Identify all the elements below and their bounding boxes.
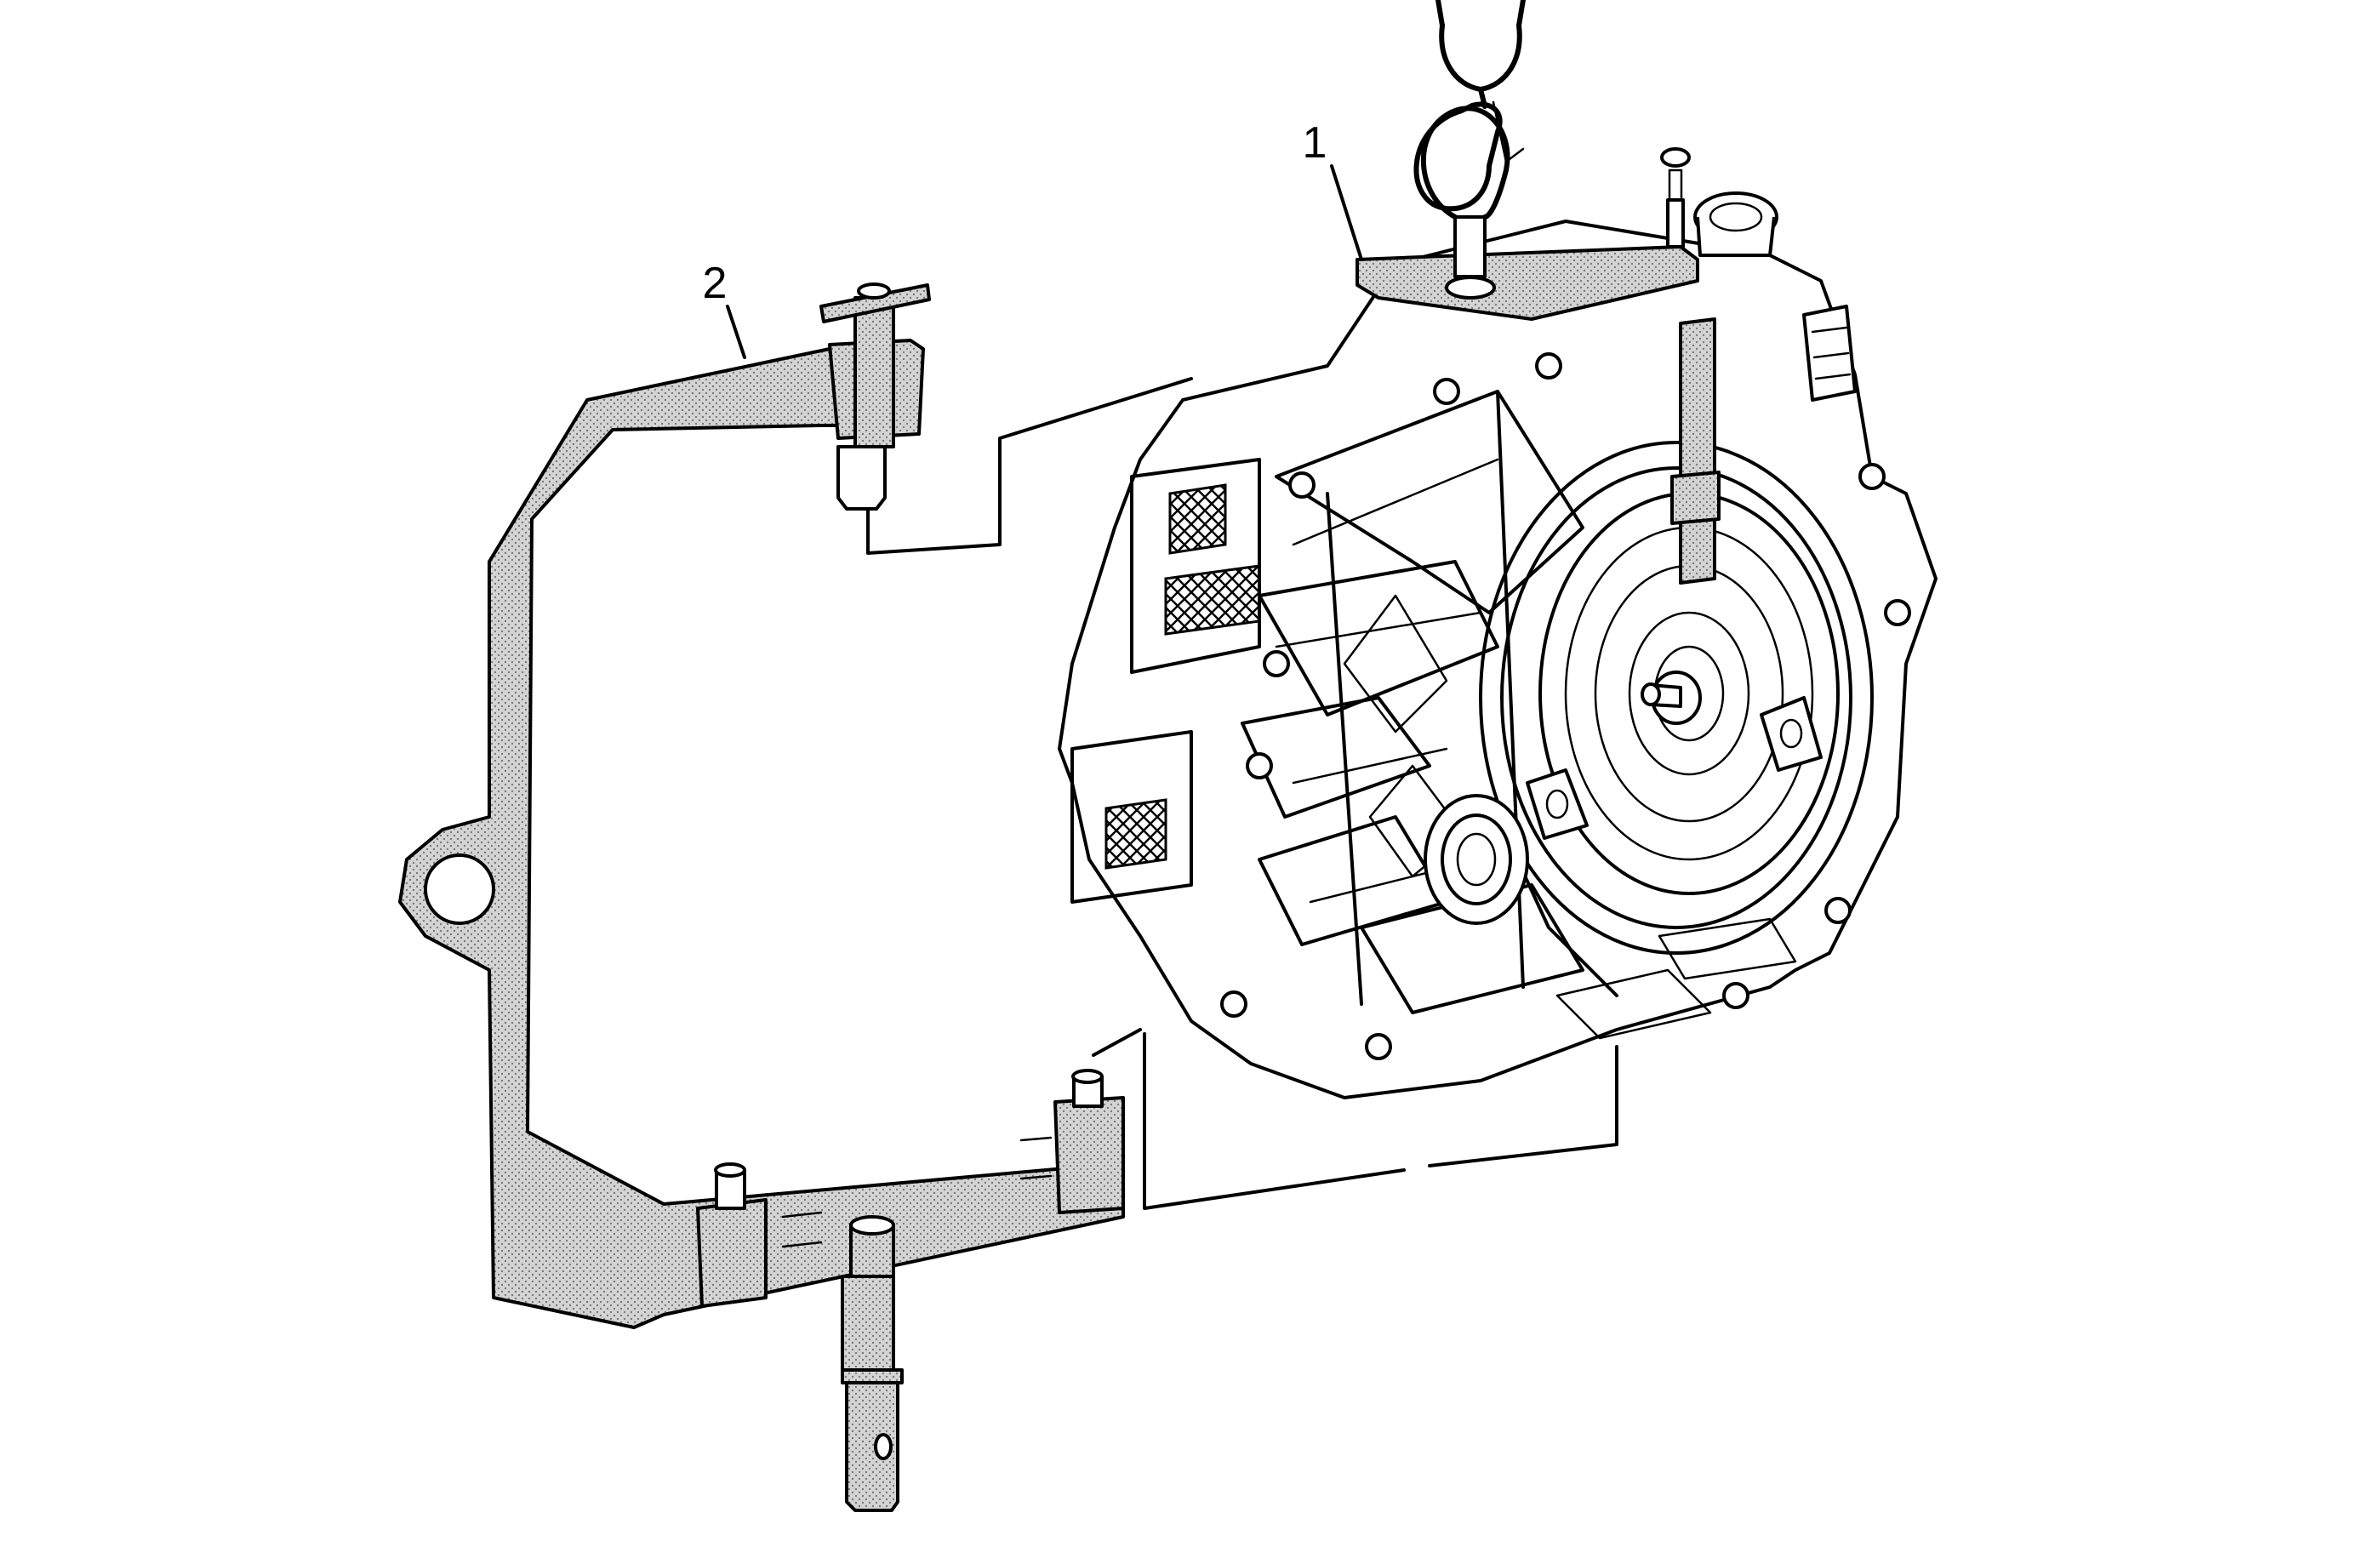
callout-1-label: 1 xyxy=(1303,118,1327,168)
holding-fixture xyxy=(398,283,1125,1512)
fixture-frame xyxy=(398,347,1125,1329)
lower-alignment-line xyxy=(1092,1028,1618,1210)
axle-seal xyxy=(1424,794,1529,925)
support-bracket xyxy=(1679,317,1716,585)
lower-left-pin xyxy=(714,1162,746,1210)
lower-left-block xyxy=(696,1198,768,1308)
upper-t-handle-pin xyxy=(819,283,931,511)
lower-right-pin xyxy=(1071,1069,1104,1108)
eye-bolt xyxy=(1420,106,1510,300)
side-vents xyxy=(1070,458,1261,904)
vertical-post xyxy=(841,1215,904,1512)
torque-converter xyxy=(1526,492,1840,895)
arm-slots xyxy=(781,1136,1053,1248)
fill-cap xyxy=(1693,191,1778,257)
fixture-mount-hole xyxy=(424,853,495,925)
bell-housing-rim xyxy=(1479,441,1874,955)
alignment-lines xyxy=(866,377,1618,1210)
upper-alignment-line xyxy=(866,377,1193,555)
transaxle-assembly xyxy=(1058,191,1938,1099)
lifting-plate xyxy=(1356,245,1699,321)
callout-2-label: 2 xyxy=(703,259,728,308)
lower-right-block xyxy=(1053,1096,1125,1214)
callout-1: 1 xyxy=(1303,118,1363,261)
case-bolts xyxy=(1220,352,1911,1060)
callout-2-leader xyxy=(726,305,746,359)
case-webbing xyxy=(1241,390,1797,1040)
electrical-connector xyxy=(1802,305,1857,402)
crane-hook xyxy=(1413,0,1526,212)
callout-1-leader xyxy=(1330,164,1363,261)
plate-stud xyxy=(1660,147,1691,248)
callout-2: 2 xyxy=(703,259,746,359)
lifting-fixture xyxy=(1356,0,1699,321)
